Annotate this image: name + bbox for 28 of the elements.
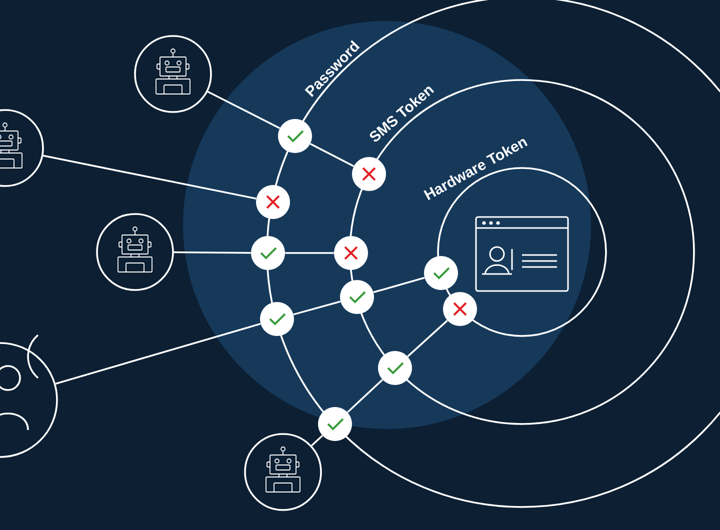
connector-line — [407, 320, 448, 358]
connector-line — [285, 252, 334, 254]
user-icon — [0, 334, 58, 458]
connector-line — [207, 90, 280, 129]
cross-mark-icon — [352, 157, 386, 191]
cross-mark-icon — [334, 236, 368, 270]
check-mark-icon — [251, 236, 285, 270]
cross-mark-icon — [443, 292, 477, 326]
connector-line — [310, 435, 323, 446]
id-card-window-icon — [475, 216, 569, 292]
connector-line — [310, 143, 354, 167]
connector-line — [55, 322, 261, 385]
check-mark-icon — [278, 119, 312, 153]
robot-icon — [0, 109, 44, 187]
check-mark-icon — [260, 302, 294, 336]
check-mark-icon — [340, 280, 374, 314]
robot-icon — [96, 213, 174, 291]
connector-line — [42, 154, 256, 200]
check-mark-icon — [424, 256, 458, 290]
check-mark-icon — [318, 407, 352, 441]
connector-line — [373, 276, 425, 294]
connector-line — [293, 300, 341, 316]
cross-mark-icon — [256, 185, 290, 219]
check-mark-icon — [378, 351, 412, 385]
connector-line — [346, 379, 384, 413]
robot-icon — [244, 433, 322, 511]
robot-icon — [134, 35, 212, 113]
connector-line — [174, 251, 251, 254]
